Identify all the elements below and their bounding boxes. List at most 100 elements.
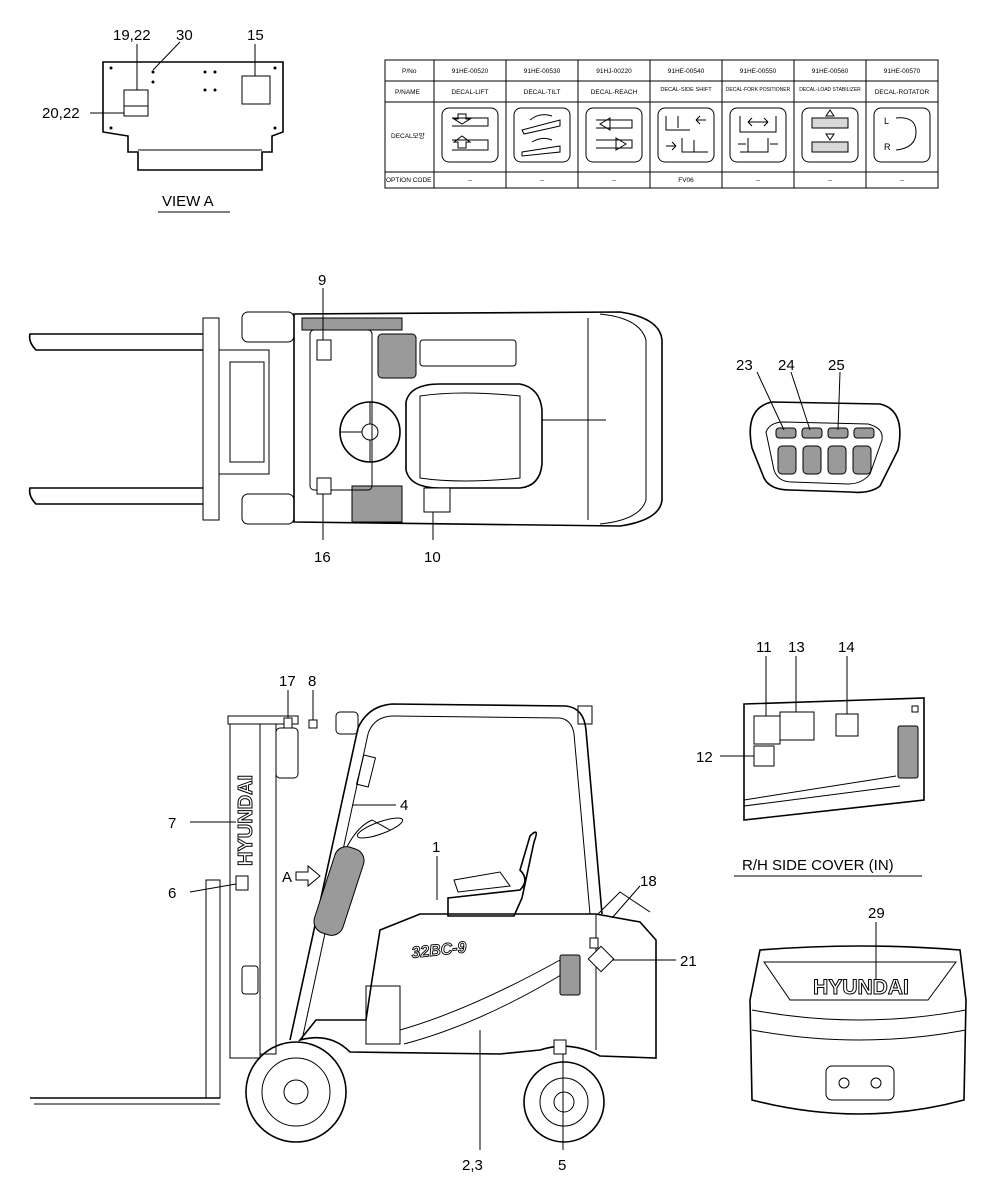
decal-21 xyxy=(587,945,615,973)
callout-21: 21 xyxy=(680,953,697,970)
lower-fork xyxy=(28,487,205,505)
decal-17 xyxy=(283,717,293,729)
pno-cell: 91HE-00550 xyxy=(740,68,777,75)
callout-17: 17 xyxy=(279,673,296,690)
callout-15: 15 xyxy=(247,27,264,44)
callout-19-22: 19,22 xyxy=(113,27,151,44)
row-header-option-code: OPTION CODE xyxy=(386,177,432,184)
hatched-step-bottom xyxy=(351,485,403,523)
callout-20-22: 20,22 xyxy=(42,105,80,122)
decal-15 xyxy=(241,75,271,105)
option-cell: – xyxy=(612,177,616,184)
view-a-arrow-icon xyxy=(295,864,321,888)
svg-text:L: L xyxy=(884,116,889,126)
callout-9: 9 xyxy=(318,272,326,289)
truck-body-side xyxy=(297,913,657,1059)
fork-upright xyxy=(205,879,221,1099)
decal-10 xyxy=(423,487,451,513)
option-cell: – xyxy=(900,177,904,184)
pname-cell: DECAL-TILT xyxy=(524,89,561,96)
side-shift-decal-icon xyxy=(657,107,715,163)
decal-table: P/No P/NAME DECAL모양 OPTION CODE 91HE-005… xyxy=(384,59,939,189)
callout-16: 16 xyxy=(314,549,331,566)
front-wheel xyxy=(245,1041,347,1143)
callout-12: 12 xyxy=(696,749,713,766)
mast-brand: HYUNDAI xyxy=(235,775,257,866)
model-badge: 32BC-9 xyxy=(411,939,468,962)
pname-cell: DECAL-FORK POSITIONER xyxy=(726,87,791,93)
pname-cell: DECAL-REACH xyxy=(591,89,638,96)
pno-cell: 91HJ-00220 xyxy=(596,68,632,75)
carriage-plate xyxy=(202,317,220,521)
steering-column xyxy=(313,846,365,936)
row-header-pno: P/No xyxy=(402,68,417,75)
hatched-step-top xyxy=(301,317,403,331)
decal-12 xyxy=(753,745,775,767)
callout-a: A xyxy=(282,869,292,886)
callout-6: 6 xyxy=(168,885,176,902)
svg-text:R: R xyxy=(884,142,891,152)
option-cell: – xyxy=(540,177,544,184)
side-view-forklift: HYUNDAI 32BC-9 xyxy=(30,673,697,1174)
counterweight-outline xyxy=(749,945,967,1115)
callout-2-3: 2,3 xyxy=(462,1157,483,1174)
decal-18 xyxy=(589,937,599,949)
option-cell: – xyxy=(468,177,472,184)
view-a-title: VIEW A xyxy=(162,193,214,210)
lever-3 xyxy=(827,445,847,475)
control-lever-detail: 23 24 25 xyxy=(736,357,901,494)
callout-13: 13 xyxy=(788,639,805,656)
side-vents xyxy=(559,954,581,996)
side-seat xyxy=(447,831,538,917)
overhead-guard xyxy=(289,703,603,1041)
side-cover-vents xyxy=(897,725,919,779)
load-stabilizer-decal-icon xyxy=(801,107,859,163)
rh-side-cover: 11 13 14 12 R/H SIDE COVER (IN) xyxy=(696,639,925,877)
callout-11: 11 xyxy=(756,639,772,656)
lever-4 xyxy=(852,445,872,475)
view-a-panel-outline xyxy=(102,61,284,171)
callout-10: 10 xyxy=(424,549,441,566)
lever-2 xyxy=(802,445,822,475)
decal-9 xyxy=(316,339,332,361)
counterweight-rear: HYUNDAI 29 xyxy=(749,905,967,1115)
operator-seat xyxy=(405,383,543,489)
lever-1 xyxy=(777,445,797,475)
pno-cell: 91HE-00540 xyxy=(668,68,705,75)
control-lever-block xyxy=(377,333,417,379)
upper-fork xyxy=(28,333,205,351)
callout-14: 14 xyxy=(838,639,855,656)
lever-housing xyxy=(749,401,901,494)
decal-14 xyxy=(835,713,859,737)
view-a: 19,22 30 15 20,22 VIEW A xyxy=(42,27,284,213)
callout-24: 24 xyxy=(778,357,795,374)
callout-25: 25 xyxy=(828,357,845,374)
top-view-forklift: 9 16 10 xyxy=(28,272,663,566)
pname-cell: DECAL-LIFT xyxy=(451,89,488,96)
option-cell: – xyxy=(828,177,832,184)
rh-side-cover-title: R/H SIDE COVER (IN) xyxy=(742,857,894,874)
pno-cell: 91HE-00530 xyxy=(524,68,561,75)
decal-19-22 xyxy=(123,89,149,107)
row-header-decal-shape: DECAL모양 xyxy=(391,132,425,140)
callout-7: 7 xyxy=(168,815,176,832)
rotator-decal-icon: L R xyxy=(873,107,931,163)
option-cell: FV06 xyxy=(678,177,694,184)
pname-cell: DECAL-LOAD STABILIZER xyxy=(799,87,861,93)
callout-5: 5 xyxy=(558,1157,566,1174)
callout-23: 23 xyxy=(736,357,753,374)
truck-body-top xyxy=(293,311,663,527)
callout-8: 8 xyxy=(308,673,316,690)
decal-8 xyxy=(308,719,318,729)
option-cell: – xyxy=(756,177,760,184)
decal-16 xyxy=(316,477,332,495)
pname-cell: DECAL-ROTATOR xyxy=(875,89,930,96)
tilt-decal-icon xyxy=(513,107,571,163)
pno-cell: 91HE-00520 xyxy=(452,68,489,75)
callout-1: 1 xyxy=(432,839,440,856)
decal-11 xyxy=(753,715,781,745)
row-header-pname: P/NAME xyxy=(395,89,421,96)
counterweight-brand: HYUNDAI xyxy=(813,976,909,999)
pname-cell: DECAL-SIDE SHIFT xyxy=(660,87,712,93)
reach-decal-icon xyxy=(585,107,643,163)
